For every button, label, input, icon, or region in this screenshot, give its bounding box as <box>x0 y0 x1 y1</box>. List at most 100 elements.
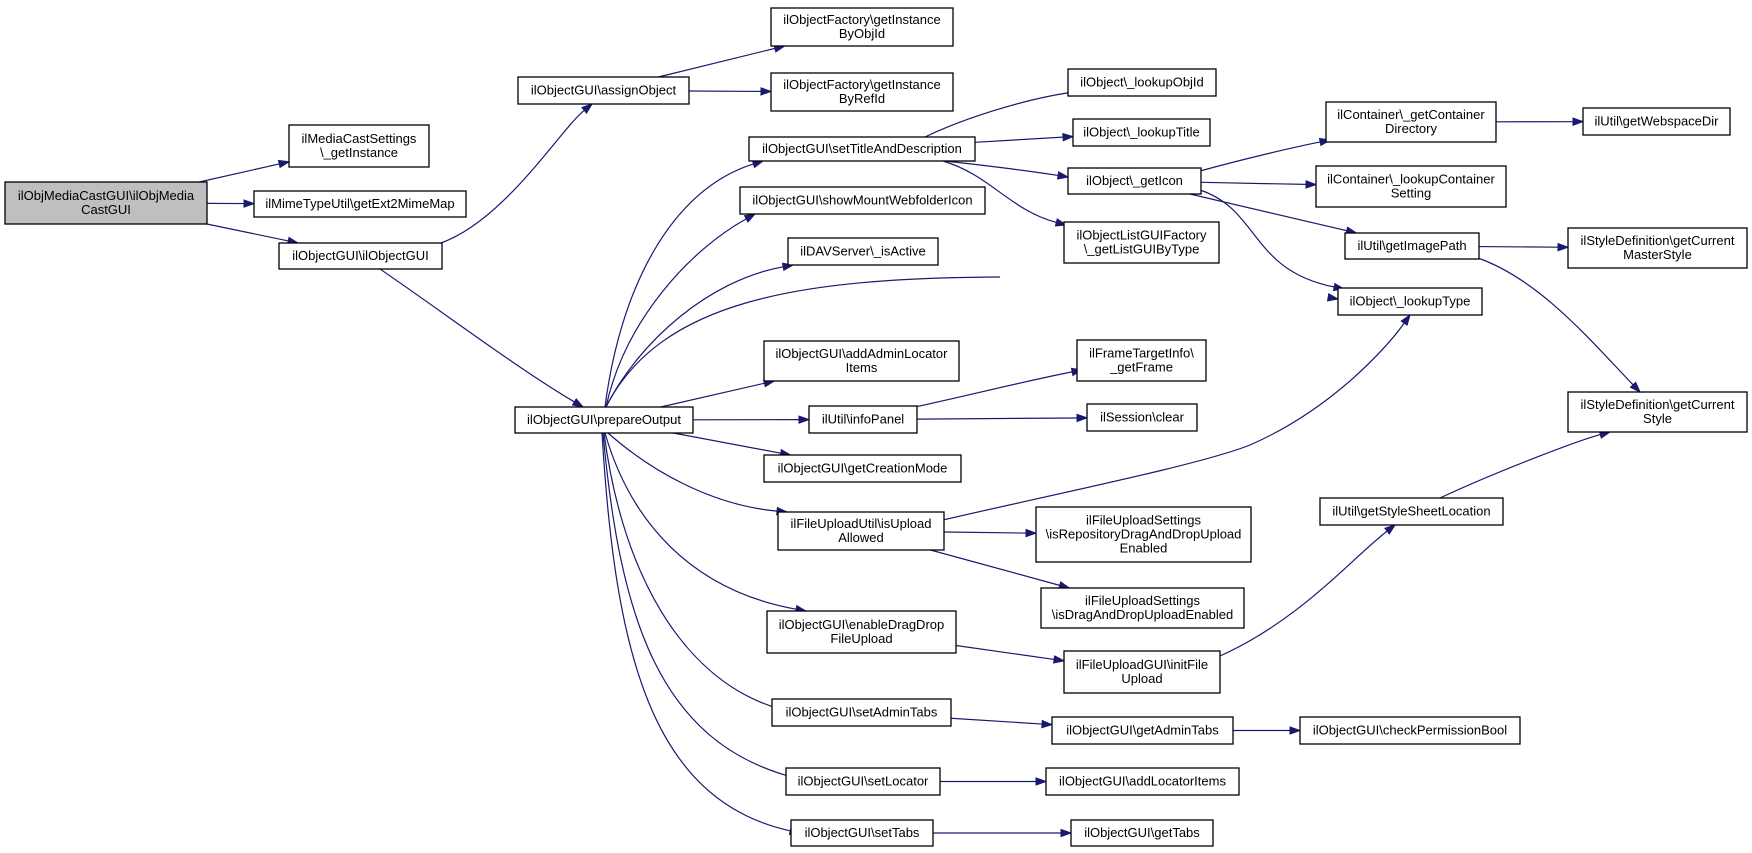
node-box <box>1040 587 1245 629</box>
node-webspace[interactable]: ilUtil\getWebspaceDir <box>1582 107 1731 136</box>
node-mcs[interactable]: ilMediaCastSettings\_getInstance <box>288 124 430 168</box>
node-session[interactable]: ilSession\clear <box>1086 403 1198 432</box>
edge-contdir-to-webspace <box>1495 117 1585 126</box>
node-label-line: Allowed <box>838 530 884 545</box>
edge-arrowhead <box>1056 171 1070 180</box>
node-label-line: _getFrame <box>1109 360 1173 375</box>
node-box <box>1035 506 1252 563</box>
node-label-line: ilObjectGUI\getTabs <box>1084 825 1200 840</box>
edge-arrowhead <box>1060 828 1073 838</box>
node-label-line: ilDAVServer\_isActive <box>800 244 925 259</box>
node-mime[interactable]: ilMimeTypeUtil\getExt2MimeMap <box>253 190 467 218</box>
edge-ogui-to-prep <box>379 268 585 408</box>
node-setlocator[interactable]: ilObjectGUI\setLocator <box>785 767 941 796</box>
edge-arrowhead <box>1052 655 1066 664</box>
node-gettabs[interactable]: ilObjectGUI\getTabs <box>1070 819 1214 847</box>
edge-prep-to-setadmintabs <box>603 432 792 714</box>
edge-stylesheet-to-curstyle <box>1439 430 1612 499</box>
node-box <box>785 767 941 796</box>
edge-settabs-to-gettabs <box>933 828 1073 838</box>
node-lookupobjid[interactable]: ilObject\_lookupObjId <box>1067 68 1217 97</box>
node-repodrag[interactable]: ilFileUploadSettings\isRepositoryDragAnd… <box>1035 506 1252 563</box>
edge-line <box>942 160 1057 223</box>
node-showmount[interactable]: ilObjectGUI\showMountWebfolderIcon <box>739 186 986 215</box>
edge-arrowhead <box>1305 180 1318 189</box>
node-assign[interactable]: ilObjectGUI\assignObject <box>517 76 690 105</box>
node-ogui[interactable]: ilObjectGUI\ilObjectGUI <box>278 242 443 270</box>
edge-line <box>1200 181 1307 186</box>
node-label-line: Items <box>846 360 878 375</box>
node-listgui[interactable]: ilObjectListGUIFactory\_getListGUIByType <box>1063 221 1220 264</box>
edge-settitle-to-geticon <box>944 160 1070 180</box>
node-label-line: ilObjectGUI\assignObject <box>531 83 677 98</box>
edge-arrowhead <box>798 415 811 424</box>
node-prep[interactable]: ilObjectGUI\prepareOutput <box>514 406 694 434</box>
node-stylesheet[interactable]: ilUtil\getStyleSheetLocation <box>1319 497 1504 526</box>
edge-initfile-to-stylesheet <box>1219 524 1397 657</box>
node-label-line: ilObject\_lookupType <box>1350 294 1471 309</box>
node-lookuptype[interactable]: ilObject\_lookupType <box>1337 287 1483 316</box>
node-dav[interactable]: ilDAVServer\_isActive <box>787 237 939 266</box>
edge-line <box>955 644 1055 661</box>
edge-line <box>604 432 797 610</box>
node-label-line: ilUtil\getImagePath <box>1357 238 1466 253</box>
edge-line <box>605 276 1001 408</box>
node-box <box>1051 716 1234 745</box>
edge-line <box>943 531 1027 534</box>
node-checkperm[interactable]: ilObjectGUI\checkPermissionBool <box>1299 716 1521 745</box>
node-box <box>763 340 960 382</box>
node-setadmintabs[interactable]: ilObjectGUI\setAdminTabs <box>771 698 952 727</box>
node-box <box>1299 716 1521 745</box>
edge-geticon-to-contset <box>1200 180 1318 189</box>
node-box <box>1067 68 1217 97</box>
node-label-line: Setting <box>1391 186 1431 201</box>
node-label-line: ilUtil\getWebspaceDir <box>1594 114 1719 129</box>
node-getadmintabs[interactable]: ilObjectGUI\getAdminTabs <box>1051 716 1234 745</box>
node-frametarget[interactable]: ilFrameTargetInfo\_getFrame <box>1076 339 1207 382</box>
edge-root-to-ogui <box>206 223 300 246</box>
edge-prep-to-setlocator <box>602 432 801 781</box>
edge-arrowhead <box>1384 524 1397 535</box>
edge-line <box>1439 433 1601 499</box>
edge-arrowhead <box>1289 726 1302 735</box>
node-root[interactable]: ilObjMediaCastGUI\ilObjMediaCastGUI <box>4 181 208 225</box>
node-settabs[interactable]: ilObjectGUI\setTabs <box>790 819 934 847</box>
edge-ogui-to-assign <box>440 103 594 244</box>
node-dragenabled[interactable]: ilFileUploadSettings\isDragAndDropUpload… <box>1040 587 1245 629</box>
edge-line <box>660 382 765 408</box>
edge-prep-to-creation <box>673 432 792 458</box>
node-box <box>1325 101 1497 143</box>
node-geticon[interactable]: ilObject\_getIcon <box>1067 167 1202 195</box>
node-box <box>1070 819 1214 847</box>
node-box <box>1337 287 1483 316</box>
edge-dragdrop-to-initfile <box>955 644 1066 664</box>
node-label-line: CastGUI <box>81 202 131 217</box>
node-box <box>808 405 918 434</box>
node-settitle[interactable]: ilObjectGUI\setTitleAndDescription <box>748 136 976 162</box>
edge-arrowhead <box>1076 413 1089 423</box>
node-infopanel[interactable]: ilUtil\infoPanel <box>808 405 918 434</box>
node-imagepath[interactable]: ilUtil\getImagePath <box>1344 232 1480 260</box>
node-box <box>739 186 986 215</box>
edge-settitle-to-lookuptitle <box>974 132 1075 143</box>
node-label-line: ilFileUploadSettings <box>1086 513 1201 528</box>
node-creation[interactable]: ilObjectGUI\getCreationMode <box>763 454 962 483</box>
node-label-line: ilObjectGUI\setLocator <box>798 774 929 789</box>
edge-assign-to-fref <box>688 87 773 96</box>
node-lookuptitle[interactable]: ilObject\_lookupTitle <box>1072 118 1211 147</box>
node-addlocator[interactable]: ilObjectGUI\addLocatorItems <box>1045 767 1240 796</box>
edge-arrowhead <box>1025 528 1038 538</box>
node-box <box>4 181 208 225</box>
node-box <box>748 136 976 162</box>
node-box <box>771 698 952 727</box>
